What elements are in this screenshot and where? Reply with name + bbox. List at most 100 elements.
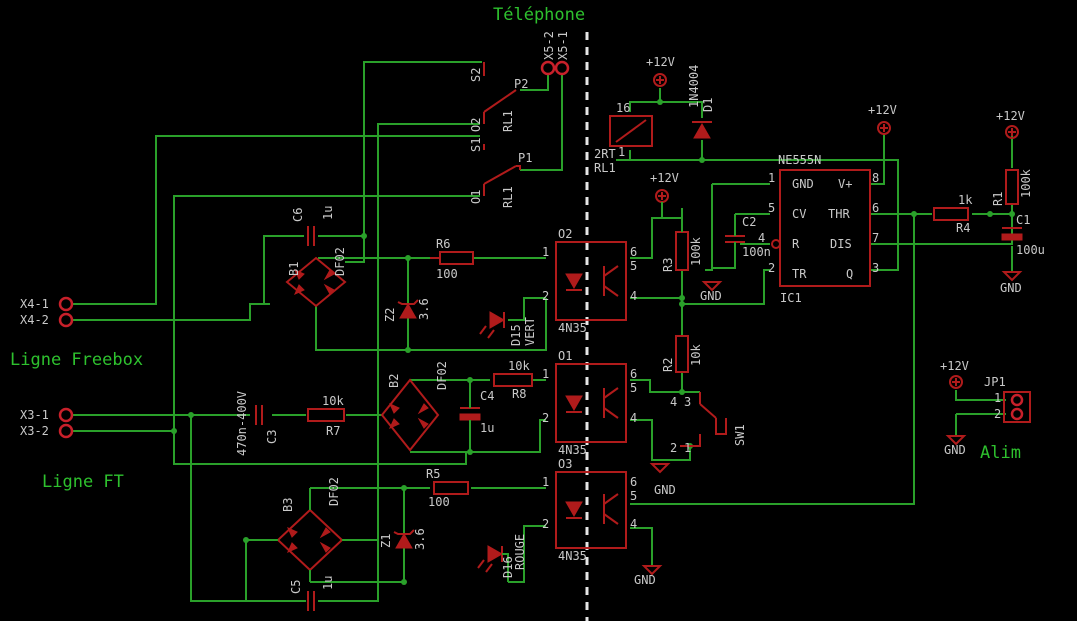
relay-p1-label: P1 [518, 151, 532, 165]
o2-pin5-label: 5 [630, 259, 637, 273]
ic-pin-dis-label: DIS [830, 237, 852, 251]
d1-name-label: D1 [701, 98, 715, 112]
o2-pin6-label: 6 [630, 245, 637, 259]
x4-pin-1-pad [58, 296, 74, 312]
capacitor-c2: C2 100n [725, 214, 771, 259]
o1-pin6-label: 6 [630, 367, 637, 381]
r7-name-label: R7 [326, 424, 340, 438]
gnd-sw-label: GND [654, 483, 676, 497]
b3-name-label: B3 [281, 498, 295, 512]
gnd-jp-label: GND [944, 443, 966, 457]
resistor-r2: R2 10k [661, 335, 703, 373]
r1-name-label: R1 [991, 192, 1005, 206]
x5-pin-2-pad [540, 60, 556, 76]
o2-value-label: 4N35 [558, 321, 587, 335]
sw1-pin4-label: 4 [670, 395, 677, 409]
jp1-pin-1-pad [1010, 393, 1024, 407]
b1-name-label: B1 [287, 262, 301, 276]
ic-num-5-label: 5 [768, 201, 775, 215]
jp1-name-label: JP1 [984, 375, 1006, 389]
ic-pin-gnd-label: GND [792, 177, 814, 191]
relay-o1-label: O1 [469, 190, 483, 204]
c2-name-label: C2 [742, 215, 756, 229]
ic-num-6-label: 6 [872, 201, 879, 215]
r6-value-label: 100 [436, 267, 458, 281]
gnd-r3: GND [700, 281, 723, 303]
r7-value-label: 10k [322, 394, 344, 408]
vcc-relay: +12V [646, 55, 675, 87]
jp1-pin1-label: 1 [994, 391, 1001, 405]
relay-rl1-a-label: RL1 [501, 110, 515, 132]
opto-o2: O2 4N35 1 2 6 5 4 [542, 227, 637, 335]
title-telephone: Téléphone [493, 5, 585, 25]
b3-value-label: DF02 [327, 477, 341, 506]
o1-pin5-label: 5 [630, 381, 637, 395]
relay-o2-label: O2 [469, 118, 483, 132]
x3-pin-2-pad [58, 423, 74, 439]
r6-name-label: R6 [436, 237, 450, 251]
ic-num-3-label: 3 [872, 261, 879, 275]
c3-value-label: 470n-400V [235, 391, 249, 456]
x4-2-label: X4-2 [20, 313, 49, 327]
led-d16: D16 ROUGE [477, 534, 527, 582]
o3-pin1-label: 1 [542, 475, 549, 489]
b1-value-label: DF02 [333, 247, 347, 276]
junction-dots [171, 99, 1015, 585]
ic-pin-q-label: Q [846, 267, 853, 281]
o2-pin2-label: 2 [542, 289, 549, 303]
sw1-name-label: SW1 [733, 424, 747, 446]
vcc-r1: +12V [996, 109, 1025, 139]
r8-name-label: R8 [512, 387, 526, 401]
resistor-r4: 1k R4 [933, 193, 973, 235]
opto-o3: O3 4N35 1 2 6 5 4 [542, 457, 637, 563]
jp1-pin2-label: 2 [994, 407, 1001, 421]
o3-value-label: 4N35 [558, 549, 587, 563]
capacitor-c5: C5 1u [289, 576, 335, 611]
d1-value-label: 1N4004 [687, 65, 701, 108]
o1-pin4-label: 4 [630, 411, 637, 425]
label-alim: Alim [980, 443, 1021, 463]
coil-name-label: 2RT [594, 147, 616, 161]
gnd-o3: GND [634, 565, 663, 587]
coil-pin-16-label: 16 [616, 101, 630, 115]
label-ligne-freebox: Ligne Freebox [10, 350, 143, 370]
r2-value-label: 10k [689, 344, 703, 366]
x5-1-label: X5-1 [556, 31, 570, 60]
relay-s2-label: S2 [469, 68, 483, 82]
relay-contacts: S2 P2 O2 RL1 S1 P1 O1 RL1 [469, 62, 532, 208]
ic-pin-thr-label: THR [828, 207, 850, 221]
r4-name-label: R4 [956, 221, 970, 235]
ic-num-8-label: 8 [872, 171, 879, 185]
c6-name-label: C6 [291, 208, 305, 222]
connector-x4: X4-1 X4-2 [20, 296, 74, 328]
relay-rl1-b-label: RL1 [501, 186, 515, 208]
z2-value-label: 3.6 [417, 298, 431, 320]
c5-name-label: C5 [289, 580, 303, 594]
c2-value-label: 100n [742, 245, 771, 259]
ic-num-7-label: 7 [872, 231, 879, 245]
o2-name-label: O2 [558, 227, 572, 241]
coil-ref-label: RL1 [594, 161, 616, 175]
gnd-sw: GND [649, 463, 676, 497]
capacitor-c6: C6 1u [291, 206, 335, 246]
r4-value-label: 1k [958, 193, 973, 207]
bridge-b2: B2 DF02 [380, 361, 449, 452]
r8-value-label: 10k [508, 359, 530, 373]
zener-z1: Z1 3.6 [379, 528, 427, 550]
o2-pin1-label: 1 [542, 245, 549, 259]
c1-value-label: 100u [1016, 243, 1045, 257]
o3-pin6-label: 6 [630, 475, 637, 489]
connector-x5: X5-2 X5-1 [540, 31, 570, 76]
z1-value-label: 3.6 [413, 528, 427, 550]
vcc-555: +12V [868, 103, 897, 135]
jumper-jp1: JP1 1 2 [984, 375, 1031, 423]
capacitor-c3: 470n-400V C3 [235, 391, 279, 456]
r3-value-label: 100k [689, 236, 703, 266]
d15-value-label: VERT [523, 317, 537, 346]
x3-1-label: X3-1 [20, 408, 49, 422]
x4-1-label: X4-1 [20, 297, 49, 311]
capacitor-c4: C4 1u [459, 389, 494, 452]
sw1-pin3-label: 3 [684, 395, 691, 409]
x5-pin-1-pad [554, 60, 570, 76]
